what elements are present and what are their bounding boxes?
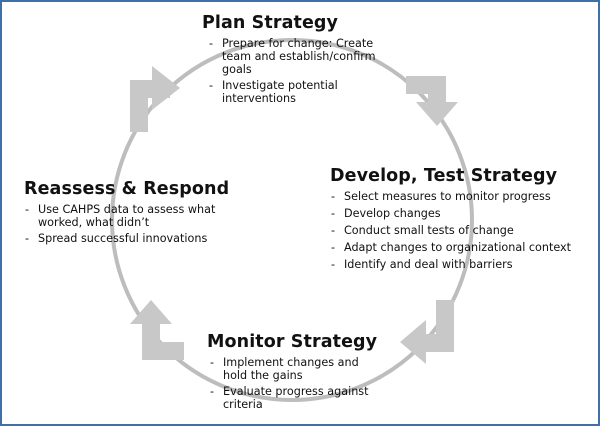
stage-title: Plan Strategy (202, 13, 339, 33)
stage-title: Monitor Strategy (207, 332, 378, 352)
stage-plan-strategy: Plan Strategy Prepare for change: Create… (202, 13, 383, 108)
arrow-top-left-icon (130, 66, 180, 132)
stage-reassess-respond: Reassess & Respond Use CAHPS data to ass… (24, 179, 229, 248)
bullet-item: Conduct small tests of change (330, 224, 600, 237)
bullet-item: Develop changes (330, 207, 600, 220)
stage-bullets: Use CAHPS data to assess what worked, wh… (24, 203, 229, 245)
bullet-item: Implement changes and hold the gains (209, 356, 384, 382)
bullet-item: Spread successful innovations (24, 232, 229, 245)
stage-bullets: Prepare for change: Create team and esta… (208, 37, 383, 105)
bullet-item: Investigate potential interventions (208, 79, 383, 105)
arrow-bottom-left-icon (130, 300, 184, 360)
arrow-bottom-right-icon (400, 300, 454, 364)
bullet-item: Identify and deal with barriers (330, 258, 600, 271)
stage-bullets: Implement changes and hold the gains Eva… (209, 356, 384, 411)
bullet-item: Prepare for change: Create team and esta… (208, 37, 383, 76)
stage-bullets: Select measures to monitor progress Deve… (330, 190, 600, 271)
stage-title: Develop, Test Strategy (330, 166, 558, 186)
bullet-item: Select measures to monitor progress (330, 190, 600, 203)
bullet-item: Use CAHPS data to assess what worked, wh… (24, 203, 229, 229)
bullet-item: Evaluate progress against criteria (209, 385, 384, 411)
arrow-top-right-icon (406, 76, 458, 126)
bullet-item: Adapt changes to organizational context (330, 241, 600, 254)
stage-develop-test-strategy: Develop, Test Strategy Select measures t… (330, 166, 600, 275)
stage-title: Reassess & Respond (24, 179, 230, 199)
stage-monitor-strategy: Monitor Strategy Implement changes and h… (207, 332, 384, 414)
